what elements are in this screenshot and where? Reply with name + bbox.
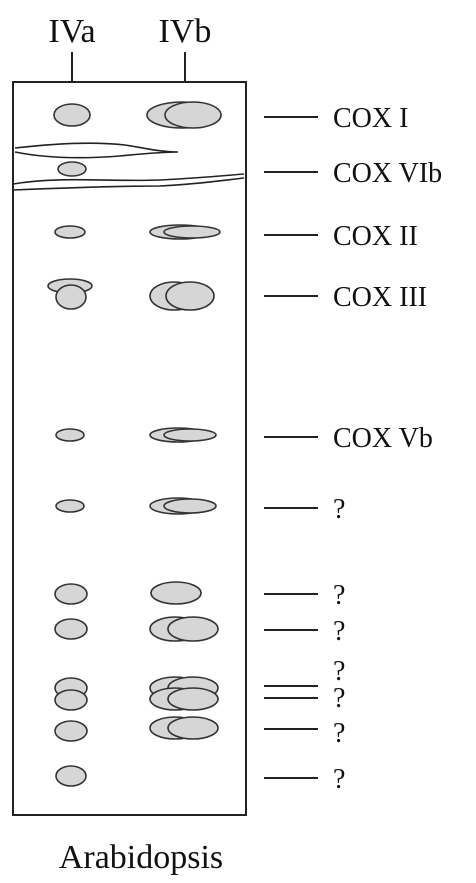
iva-spot-unknown-7 — [55, 765, 87, 787]
gel-tear-line-lower — [12, 173, 245, 191]
organism-caption: Arabidopsis — [59, 839, 223, 876]
ivb-spot-unknown-3-front — [167, 616, 219, 642]
iva-spot-unknown-6 — [54, 720, 88, 742]
band-label-unknown-6: ? — [333, 718, 345, 749]
band-label-cox-i: COX I — [333, 103, 408, 134]
band-label-cox-vb: COX Vb — [333, 423, 433, 454]
ivb-spot-cox-vb-front — [163, 428, 217, 442]
iva-spot-cox-i — [53, 103, 91, 127]
iva-spot-unknown-5 — [54, 689, 88, 711]
band-label-cox-iii: COX III — [333, 282, 427, 313]
band-label-unknown-3: ? — [333, 616, 345, 647]
band-label-unknown-7: ? — [333, 764, 345, 795]
iva-spot-cox-vb — [55, 428, 85, 442]
iva-spot-cox-vib — [57, 161, 87, 177]
ivb-spot-cox-iii-front — [165, 281, 215, 311]
band-label-unknown-2: ? — [333, 580, 345, 611]
ivb-spot-unknown-5-front — [167, 687, 219, 711]
ivb-spot-unknown-1-front — [163, 498, 217, 514]
band-label-unknown-4: ? — [333, 656, 345, 687]
gel-tear-line-upper — [14, 142, 179, 159]
ivb-spot-unknown-6-front — [167, 716, 219, 740]
band-label-cox-ii: COX II — [333, 221, 418, 252]
iva-spot-unknown-2 — [54, 583, 88, 605]
iva-spot-cox-iii — [55, 284, 87, 310]
iva-spot-cox-ii — [54, 225, 86, 239]
lane-label-iva: IVa — [48, 13, 95, 50]
ivb-spot-cox-ii-front — [163, 225, 221, 239]
lane-ivb-spots — [146, 101, 222, 740]
iva-spot-unknown-1 — [55, 499, 85, 513]
ivb-spot-cox-i-front — [164, 101, 222, 129]
lane-label-ivb: IVb — [159, 13, 212, 50]
band-label-unknown-5: ? — [333, 683, 345, 714]
iva-spot-unknown-3 — [54, 618, 88, 640]
band-label-cox-vib: COX VIb — [333, 158, 442, 189]
band-labels: COX I COX VIb COX II COX III COX Vb ? ? … — [264, 103, 442, 795]
lane-iva-spots — [47, 103, 93, 787]
band-label-unknown-1: ? — [333, 494, 345, 525]
gel-frame — [12, 81, 247, 816]
ivb-spot-unknown-2 — [150, 581, 202, 605]
